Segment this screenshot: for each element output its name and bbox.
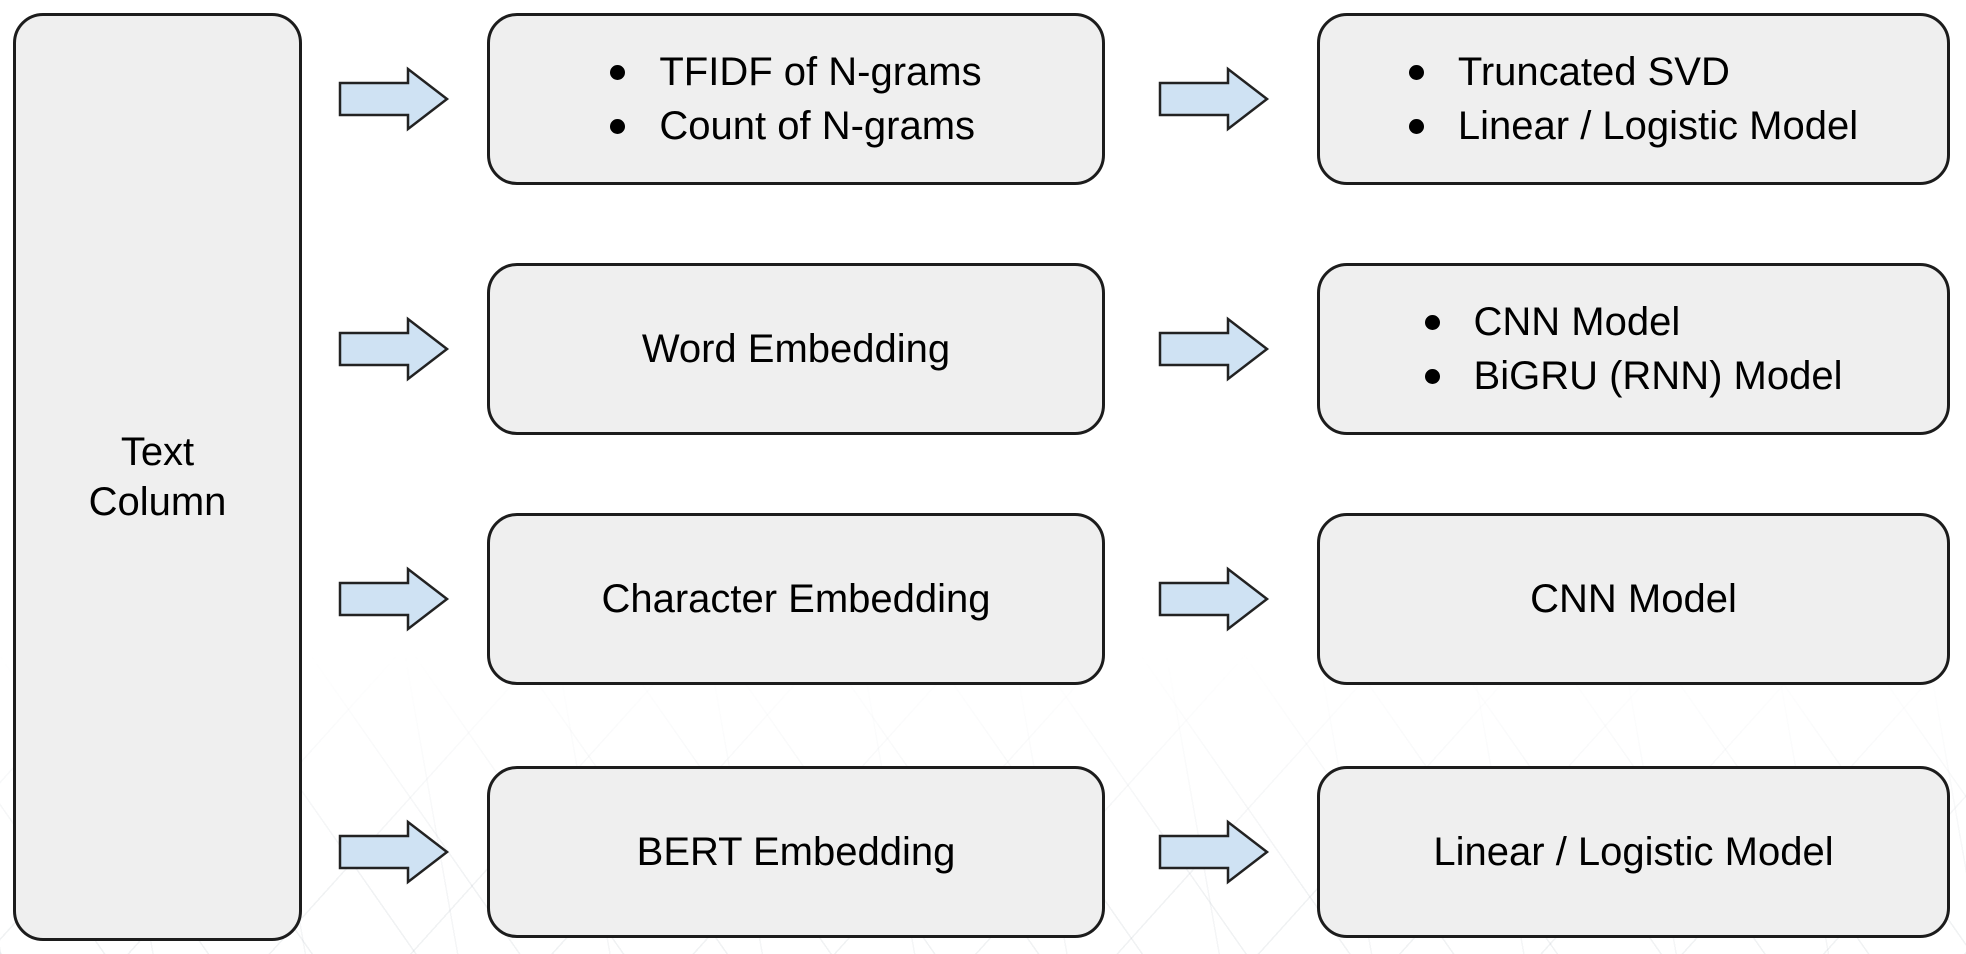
feature-label: Character Embedding xyxy=(601,577,991,621)
flow-arrow-right-icon xyxy=(338,819,450,885)
list-item-label: Truncated SVD xyxy=(1457,50,1730,94)
flow-arrow-right-icon xyxy=(1158,819,1270,885)
model-box-cnn-bigru: CNN Model BiGRU (RNN) Model xyxy=(1317,263,1950,435)
model-box-cnn: CNN Model xyxy=(1317,513,1950,685)
bullet-icon xyxy=(1424,314,1440,330)
flow-arrow-right-icon xyxy=(338,316,450,382)
list-item: Linear / Logistic Model xyxy=(1408,99,1859,153)
list-item: CNN Model xyxy=(1424,295,1843,349)
list-item-label: Count of N-grams xyxy=(659,104,976,148)
list-item-label: BiGRU (RNN) Model xyxy=(1473,354,1843,398)
bullet-icon xyxy=(1424,368,1440,384)
model-box-linear-logistic: Linear / Logistic Model xyxy=(1317,766,1950,938)
flow-arrow-right-icon xyxy=(1158,566,1270,632)
list-item: Count of N-grams xyxy=(610,99,981,153)
feature-box-ngrams: TFIDF of N-grams Count of N-grams xyxy=(487,13,1105,185)
flow-arrow-right-icon xyxy=(1158,316,1270,382)
flow-arrow-right-icon xyxy=(338,566,450,632)
list-item-label: TFIDF of N-grams xyxy=(659,50,982,94)
list-item-label: CNN Model xyxy=(1473,300,1681,344)
text-column-label: Text Column xyxy=(88,430,227,524)
model-cnn-bigru-list: CNN Model BiGRU (RNN) Model xyxy=(1424,295,1843,403)
list-item: Truncated SVD xyxy=(1408,45,1858,99)
feature-label: BERT Embedding xyxy=(636,830,956,874)
bullet-icon xyxy=(1408,118,1424,134)
feature-box-character-embedding: Character Embedding xyxy=(487,513,1105,685)
text-column-box: Text Column xyxy=(13,13,302,941)
model-label: Linear / Logistic Model xyxy=(1433,830,1834,874)
feature-box-bert-embedding: BERT Embedding xyxy=(487,766,1105,938)
list-item: TFIDF of N-grams xyxy=(610,45,982,99)
flow-arrow-right-icon xyxy=(338,66,450,132)
feature-ngrams-list: TFIDF of N-grams Count of N-grams xyxy=(610,45,982,153)
feature-box-word-embedding: Word Embedding xyxy=(487,263,1105,435)
bullet-icon xyxy=(610,118,626,134)
list-item: BiGRU (RNN) Model xyxy=(1424,349,1843,403)
list-item-label: Linear / Logistic Model xyxy=(1457,104,1859,148)
bullet-icon xyxy=(610,64,626,80)
model-svd-linear-list: Truncated SVD Linear / Logistic Model xyxy=(1408,45,1859,153)
model-label: CNN Model xyxy=(1530,577,1737,621)
model-box-svd-linear: Truncated SVD Linear / Logistic Model xyxy=(1317,13,1950,185)
flow-arrow-right-icon xyxy=(1158,66,1270,132)
feature-label: Word Embedding xyxy=(641,327,951,371)
bullet-icon xyxy=(1408,64,1424,80)
